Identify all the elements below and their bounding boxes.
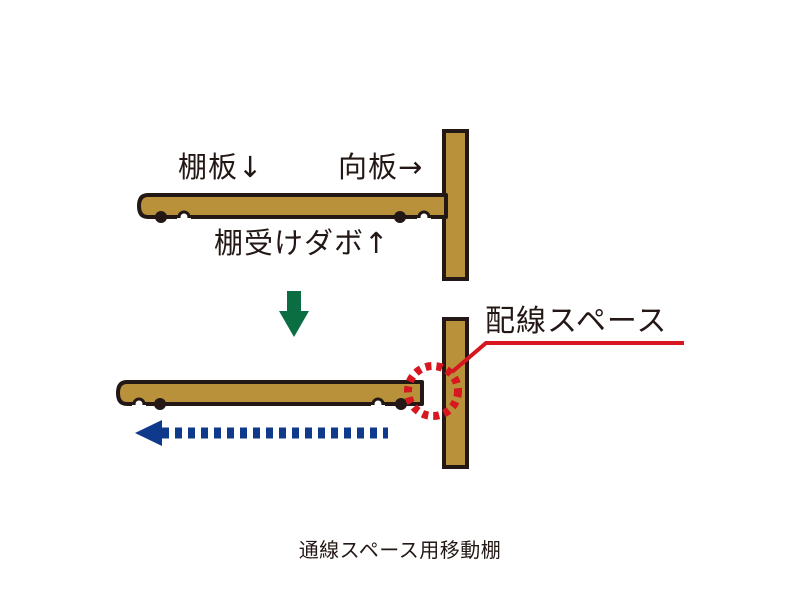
blue-dashed-left-arrow-icon (135, 420, 388, 446)
back-board-label: 向板→ (338, 150, 424, 184)
diagram-caption: 通線スペース用移動棚 (298, 538, 502, 562)
shelf-pin-icon (394, 211, 406, 223)
shelf-board-top (137, 193, 448, 224)
green-down-arrow-icon (279, 291, 309, 337)
red-dashed-circle-icon (404, 362, 462, 420)
shelf-board-label: 棚板↓ (178, 150, 264, 184)
shelf-pin-icon (154, 398, 166, 410)
shelf-pin-label: 棚受けダボ↑ (214, 226, 390, 260)
shelf-board-bottom (116, 380, 424, 411)
shelf-pin-icon (395, 398, 407, 410)
wiring-space-label: 配線スペース (485, 304, 668, 339)
wiring-space-leader-line (450, 341, 684, 374)
shelf-pin-icon (155, 211, 167, 223)
